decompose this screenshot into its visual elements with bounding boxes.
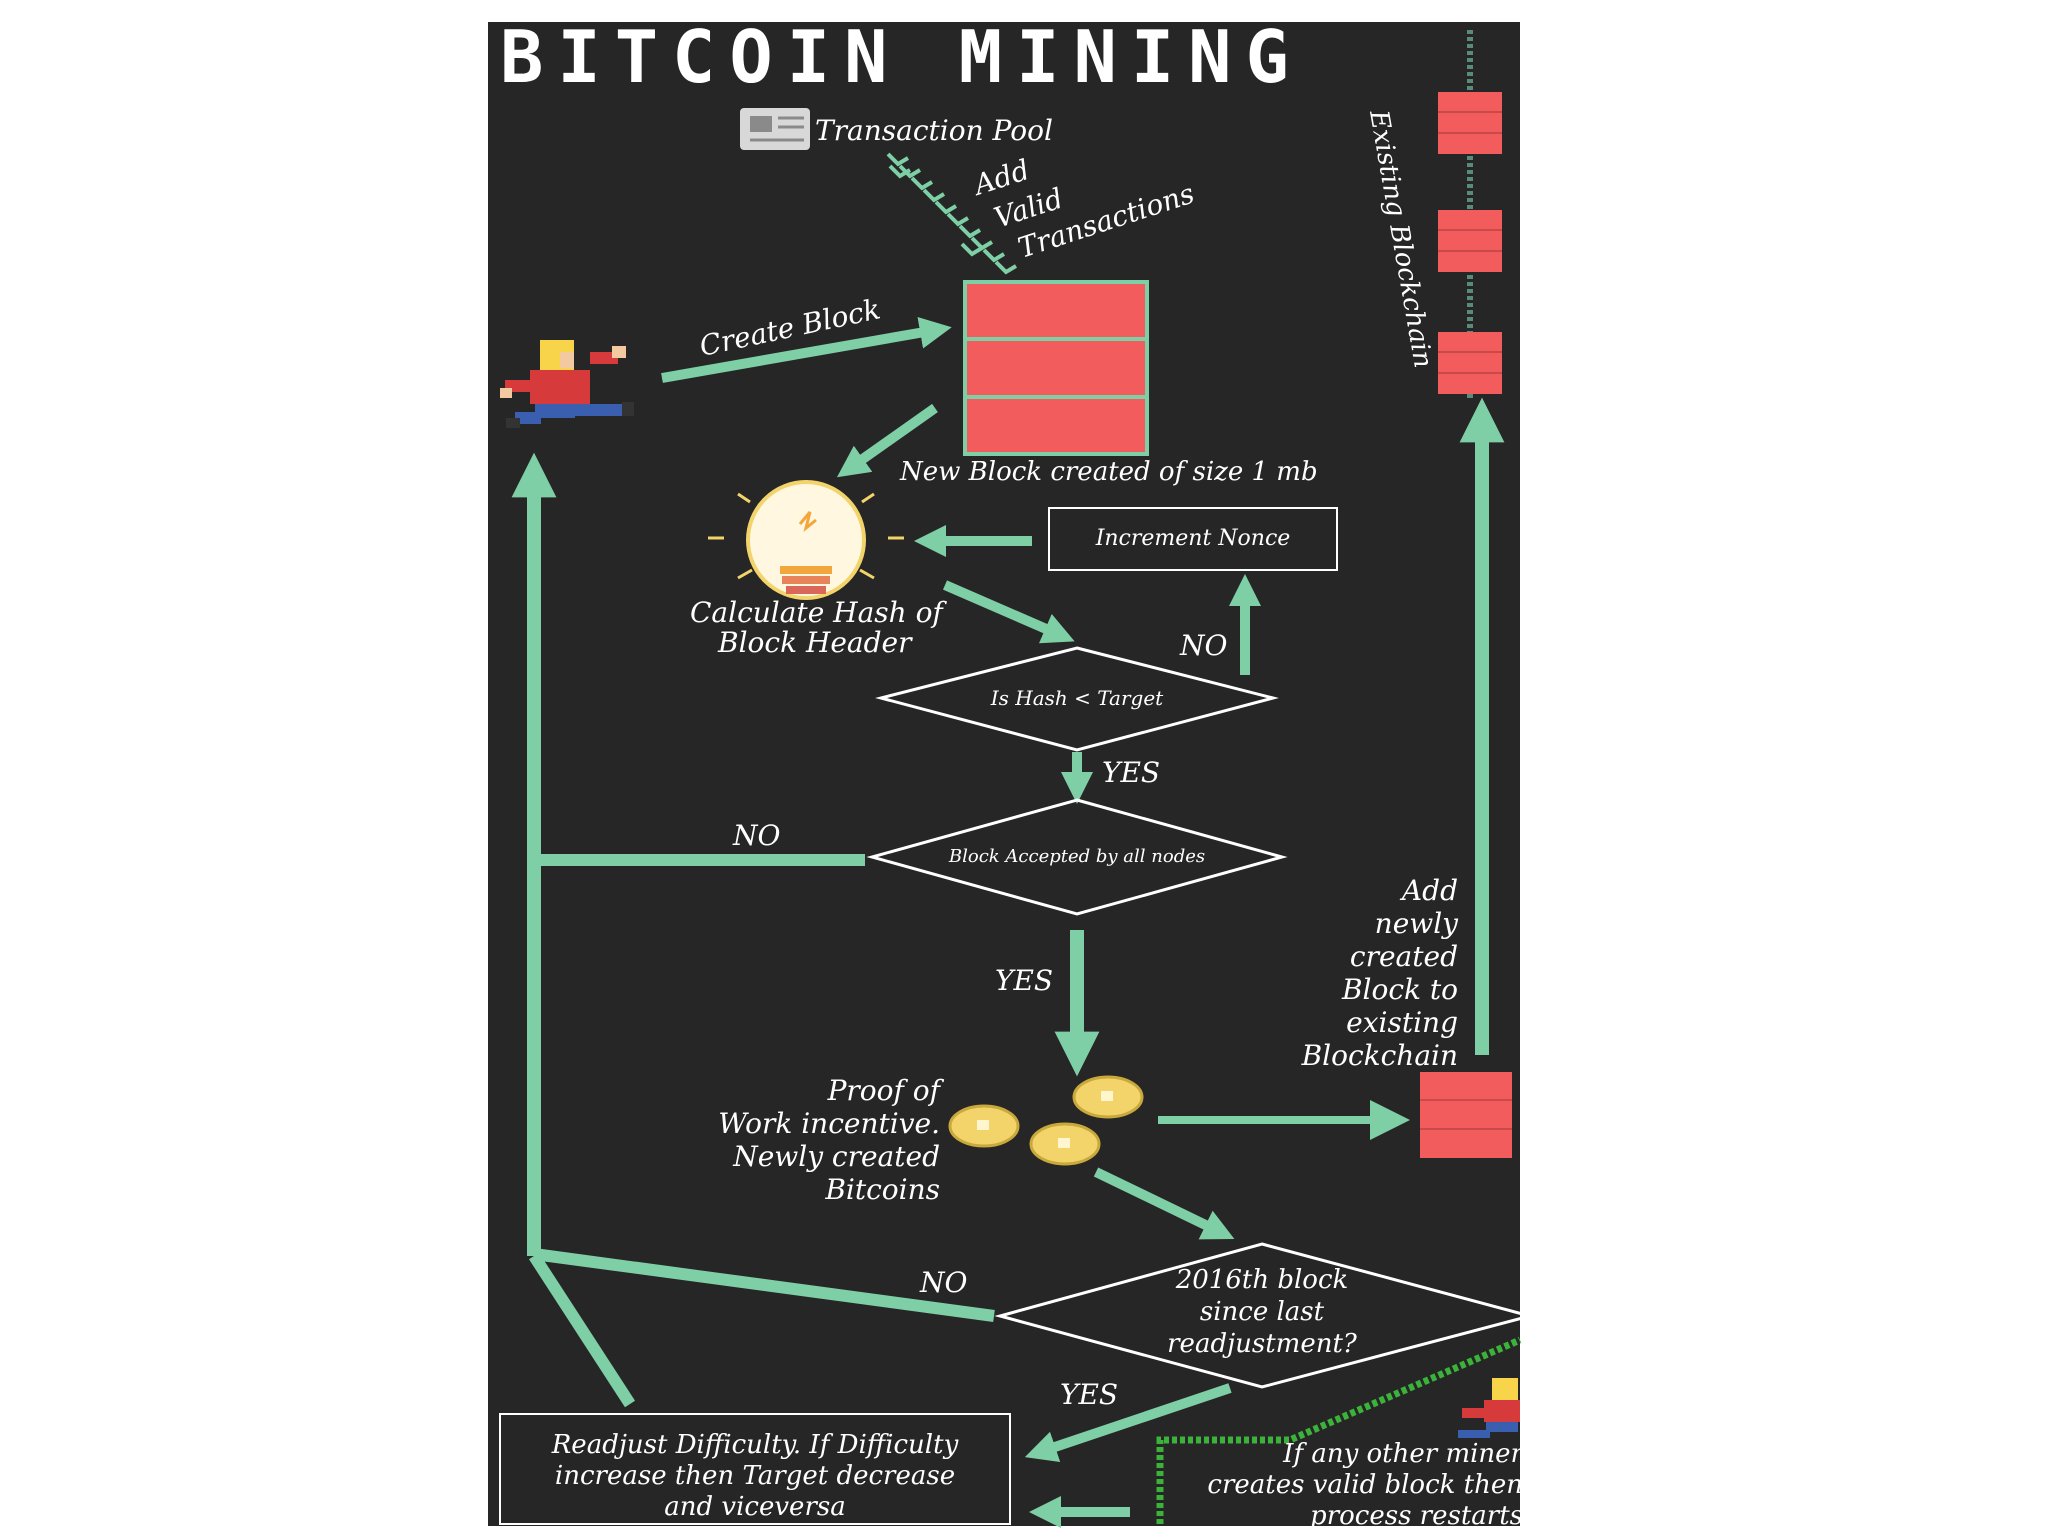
increment-nonce-label: Increment Nonce bbox=[1095, 526, 1291, 551]
pow-line-2: Work incentive. bbox=[718, 1107, 940, 1140]
is-hash-less-than-target-decision bbox=[875, 646, 1279, 752]
hash-yes-label: YES bbox=[1102, 756, 1160, 789]
readjust-line-2: increase then Target decrease bbox=[555, 1461, 955, 1491]
runner-icon bbox=[1458, 1378, 1520, 1438]
other-miner-line-1: If any other miner bbox=[1282, 1439, 1524, 1469]
chain-block-2 bbox=[1438, 210, 1502, 272]
add-chain-line-3: created bbox=[1350, 940, 1458, 973]
accepted-yes-label: YES bbox=[995, 964, 1053, 997]
increment-nonce-box bbox=[1048, 507, 1338, 571]
page-title: BITCOIN MINING bbox=[500, 15, 1303, 99]
pow-line-4: Bitcoins bbox=[824, 1173, 940, 1206]
accepted-no-label: NO bbox=[732, 819, 781, 852]
add-chain-line-4: Block to bbox=[1341, 973, 1458, 1006]
block-to-hash-arrow bbox=[836, 403, 938, 478]
poster-background bbox=[488, 22, 1520, 1526]
add-chain-line-6: Blockchain bbox=[1301, 1039, 1458, 1072]
new-block bbox=[963, 280, 1149, 456]
valid-transactions-stream bbox=[886, 152, 1018, 275]
add-chain-line-1: Add bbox=[1399, 874, 1458, 907]
transaction-pool-label: Transaction Pool bbox=[815, 114, 1053, 147]
other-miner-line-2: creates valid block then bbox=[1207, 1470, 1523, 1500]
proof-of-work-text: Proof of Work incentive. Newly created B… bbox=[718, 1074, 944, 1206]
readjustment-decision bbox=[994, 1242, 1536, 1389]
other-miner-line-3: process restarts bbox=[1310, 1501, 1523, 1531]
other-miner-region: If any other miner creates valid block t… bbox=[1028, 1336, 1525, 1531]
calculate-hash-label-2: Block Header bbox=[717, 626, 913, 659]
decision-2016-line-2: since last bbox=[1200, 1297, 1325, 1327]
calculate-hash-label-1: Calculate Hash of bbox=[690, 596, 947, 629]
new-block-label: New Block created of size 1 mb bbox=[899, 457, 1318, 487]
add-chain-line-2: newly bbox=[1375, 907, 1460, 940]
readjust-yes-label: YES bbox=[1060, 1378, 1118, 1411]
chain-block-1 bbox=[1438, 92, 1502, 154]
coins-to-decision-arrow bbox=[1093, 1167, 1235, 1240]
mined-block bbox=[1420, 1072, 1512, 1158]
is-hash-target-label: Is Hash < Target bbox=[990, 686, 1164, 710]
newspaper-icon bbox=[740, 108, 810, 150]
readjust-line-3: and viceversa bbox=[664, 1492, 845, 1522]
lightbulb-icon bbox=[708, 480, 904, 600]
readjust-no-label: NO bbox=[919, 1266, 968, 1299]
block-accepted-decision bbox=[866, 798, 1288, 916]
pow-line-3: Newly created bbox=[732, 1140, 940, 1173]
hash-no-label: NO bbox=[1179, 629, 1228, 662]
readjust-yes-arrow bbox=[1024, 1383, 1232, 1463]
create-block-arrow bbox=[661, 317, 952, 383]
add-to-chain-text: Add newly created Block to existing Bloc… bbox=[1301, 874, 1460, 1072]
chain-block-3 bbox=[1438, 332, 1502, 394]
block-accepted-label: Block Accepted by all nodes bbox=[948, 846, 1205, 867]
decision-2016-line-3: readjustment? bbox=[1167, 1329, 1358, 1359]
readjust-line-1: Readjust Difficulty. If Difficulty bbox=[551, 1430, 959, 1460]
runner-icon bbox=[500, 340, 634, 428]
hash-to-decision-arrow bbox=[943, 580, 1075, 644]
readjust-difficulty-box bbox=[499, 1413, 1011, 1525]
retry-loop-arrow bbox=[511, 452, 995, 1408]
decision-2016-line-1: 2016th block bbox=[1175, 1265, 1349, 1295]
add-chain-line-5: existing bbox=[1346, 1006, 1458, 1039]
pow-line-1: Proof of bbox=[827, 1074, 945, 1107]
coin-icon bbox=[948, 1075, 1144, 1166]
